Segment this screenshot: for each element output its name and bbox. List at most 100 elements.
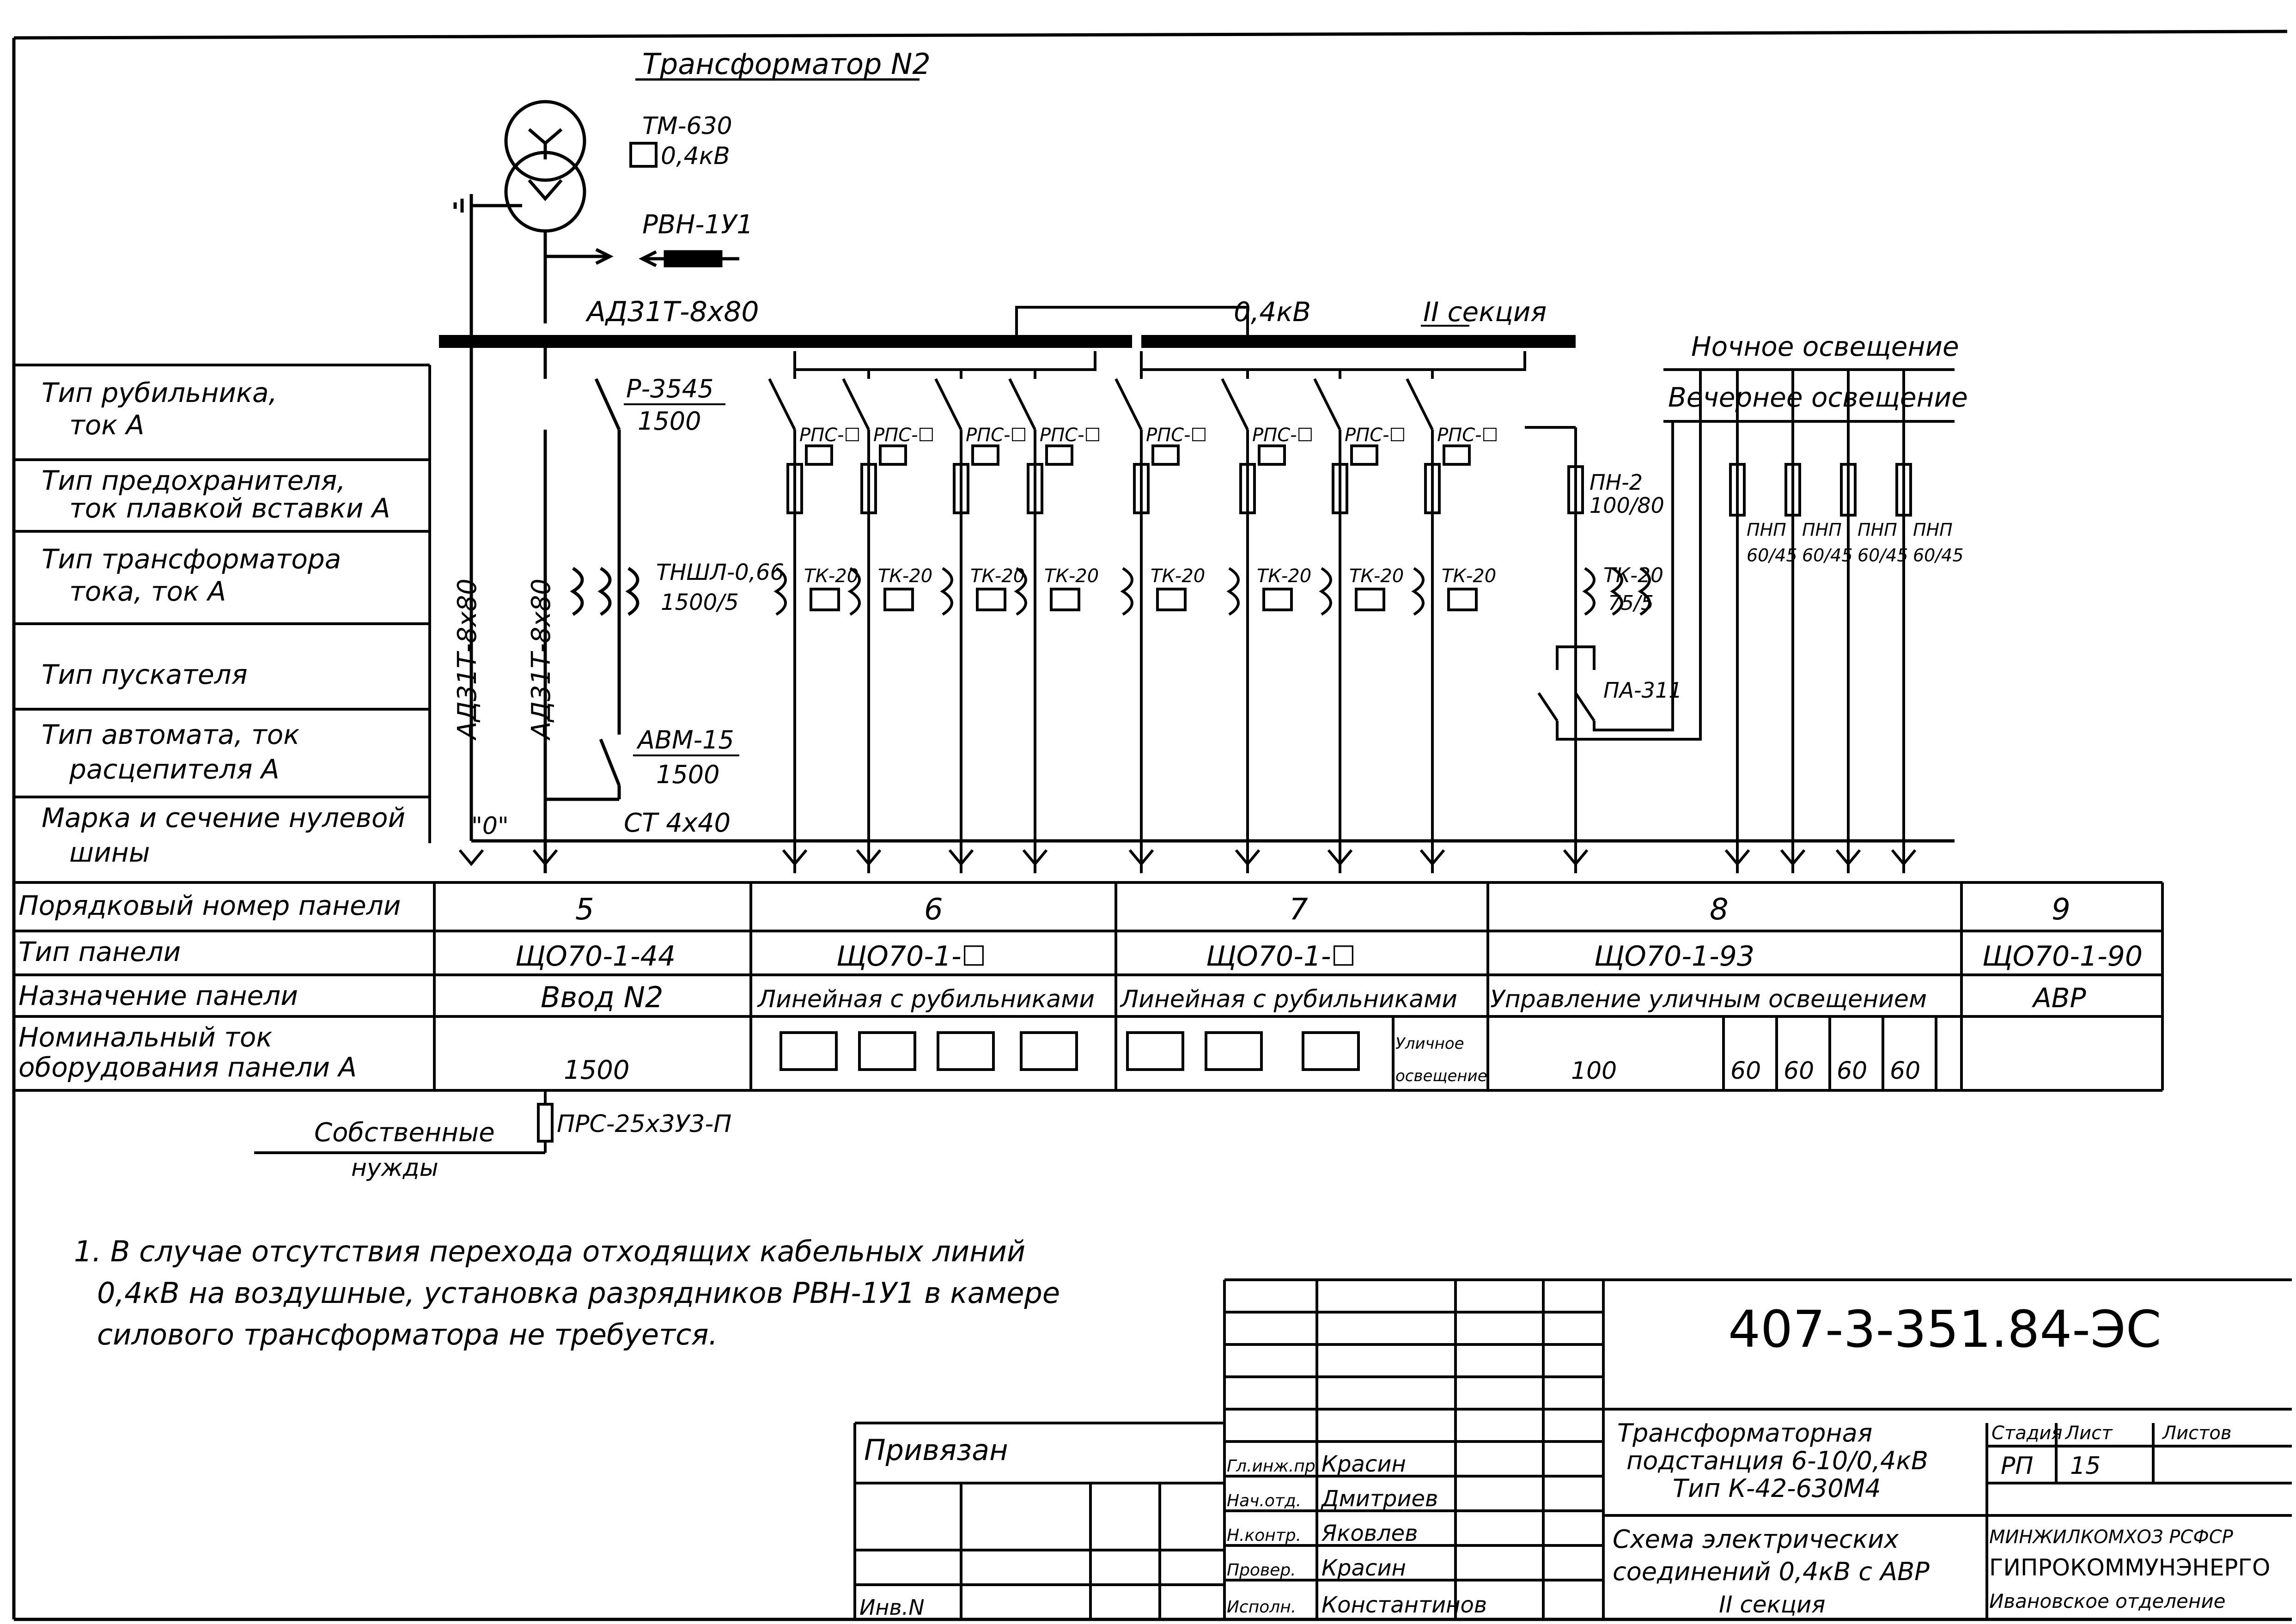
- sheet-title-3: II секция: [1719, 1591, 1825, 1618]
- pa-type: ПА-311: [1603, 678, 1682, 703]
- privyazan-label: Привязан: [864, 1433, 1008, 1467]
- rps-box: [1258, 444, 1286, 466]
- panel-9-number: 9: [2052, 893, 2071, 927]
- note-line-3: силового трансформатора не требуется.: [97, 1318, 718, 1351]
- rps-label: РПС-☐: [1437, 425, 1498, 446]
- current-box: [1126, 1031, 1184, 1071]
- row-labels: Тип рубильника,ток А Тип предохранителя, т…: [18, 377, 405, 1083]
- row-label-0-b: ток А: [69, 409, 144, 441]
- panel-table: [14, 881, 2164, 1092]
- feeder-fuse: [786, 463, 803, 514]
- panel-5-number: 5: [575, 893, 594, 927]
- busbar-vertical-label-1: АД31Т-8х80: [452, 578, 482, 741]
- panel-9-type: ЩО70-1-90: [1982, 940, 2143, 973]
- title-block-grid: [853, 1278, 2292, 1619]
- rps-box: [805, 444, 833, 466]
- signer-4: Константинов: [1322, 1592, 1487, 1618]
- sheet-title-1: Схема электрических: [1613, 1525, 1899, 1554]
- neutral-tap: [1419, 849, 1445, 866]
- rps-label: РПС-☐: [1146, 425, 1207, 446]
- feeder-ct: [940, 567, 953, 616]
- input-panel-circuit: [543, 348, 639, 873]
- panel-9-purpose: АВР: [2031, 982, 2086, 1014]
- pn-rating: 100/80: [1590, 493, 1664, 518]
- neutral-tap: [1835, 849, 1861, 866]
- current-box: [858, 1031, 916, 1071]
- rps-label: РПС-☐: [799, 425, 860, 446]
- sheet-header: Лист: [2065, 1423, 2113, 1444]
- row-label-5-b: шины: [69, 837, 150, 868]
- feeder-switch: [768, 378, 796, 431]
- neutral-tap: [532, 849, 558, 866]
- row-label-0: Тип рубильника,: [42, 377, 277, 408]
- neutral-label: "0": [471, 812, 509, 840]
- signer-0: Красин: [1322, 1451, 1406, 1477]
- night-lighting-label: Ночное освещение: [1691, 331, 1959, 362]
- pnp-rating: 60/45: [1913, 545, 1964, 566]
- row-label-1: Тип предохранителя,: [42, 465, 346, 496]
- org-line-1: МИНЖИЛКОМХОЗ РСФСР: [1989, 1527, 2234, 1548]
- pnp-rating: 60/45: [1802, 545, 1853, 566]
- rps-box: [879, 444, 907, 466]
- evening-lighting-label: Вечернее освещение: [1668, 382, 1968, 413]
- row-label-8: Назначение панели: [18, 980, 298, 1011]
- panel-8-purpose: Управление уличным освещением: [1490, 985, 1927, 1013]
- aux-label-2: нужды: [351, 1154, 438, 1182]
- row-label-7: Тип панели: [18, 936, 181, 967]
- lighting-bars: [1663, 368, 1955, 423]
- feeder-fuse: [860, 463, 877, 514]
- current-box: [780, 1031, 838, 1071]
- rps-label: РПС-☐: [1345, 425, 1406, 446]
- tk-label: ТК-20: [970, 566, 1025, 587]
- feeder-fuse: [953, 463, 969, 514]
- current-boxes: [780, 1031, 1360, 1071]
- rps-box: [1443, 444, 1471, 466]
- panel-8-current-3: 60: [1837, 1057, 1867, 1085]
- sheet-title-2: соединений 0,4кВ с АВР: [1613, 1557, 1930, 1586]
- rps-box: [1151, 444, 1180, 466]
- stage-value: РП: [2001, 1452, 2033, 1480]
- feeder-switch: [1008, 378, 1036, 431]
- tk2-ratio: 75/5: [1608, 591, 1654, 615]
- switch-type: Р-3545: [626, 374, 713, 403]
- bus-bridge: [793, 306, 1526, 371]
- aux-fuse-type: ПРС-25х3У3-П: [557, 1110, 731, 1138]
- panel-8-type: ЩО70-1-93: [1594, 940, 1754, 973]
- signer-3: Красин: [1322, 1555, 1406, 1581]
- panel-6-type: ЩО70-1-☐: [836, 940, 986, 973]
- tk-label: ТК-20: [1257, 566, 1311, 587]
- tk-box: [883, 588, 914, 611]
- feeder-labels: РПС-☐ ТК-20 РПС-☐ ТК-20 РПС-☐ ТК-20 РПС-☐ ТК-20…: [799, 425, 1498, 587]
- row-label-9-b: оборудования панели А: [18, 1052, 357, 1083]
- row-header-grid: [14, 364, 431, 843]
- pnp-label: ПНП: [1913, 520, 1953, 540]
- feeder-switch: [934, 378, 962, 431]
- tk-box: [1050, 588, 1080, 611]
- lighting-control-circuit: [1525, 370, 1702, 873]
- tk2-type: ТК-20: [1603, 564, 1663, 587]
- tk-label: ТК-20: [804, 566, 859, 587]
- feeder-fuse: [1332, 463, 1348, 514]
- drawing-frame: [12, 30, 2292, 1621]
- tk-box: [1262, 588, 1293, 611]
- note-line-2: 0,4кВ на воздушные, установка разряднико…: [97, 1276, 1060, 1310]
- sheets-header: Листов: [2162, 1423, 2231, 1444]
- pnp-label: ПНП: [1858, 520, 1897, 540]
- tk-box: [1156, 588, 1187, 611]
- rps-label: РПС-☐: [873, 425, 934, 446]
- panel-7-street-1: Уличное: [1395, 1034, 1464, 1053]
- neutral-tap: [1235, 849, 1261, 866]
- transformer-box: [629, 142, 658, 168]
- role-2: Н.контр.: [1227, 1526, 1301, 1545]
- neutral-tap: [458, 849, 484, 866]
- pnp-label: ПНП: [1802, 520, 1842, 540]
- panel-5-type: ЩО70-1-44: [515, 940, 676, 973]
- feeder-fuse: [1027, 463, 1043, 514]
- current-box: [937, 1031, 995, 1071]
- tk-label: ТК-20: [1151, 566, 1205, 587]
- row-label-2-b: тока, ток А: [69, 576, 226, 607]
- busbar-section: II секция: [1423, 296, 1547, 328]
- sheet-number: 15: [2070, 1452, 2101, 1480]
- breaker-type: АВМ-15: [636, 725, 734, 754]
- tk-label: ТК-20: [1442, 566, 1496, 587]
